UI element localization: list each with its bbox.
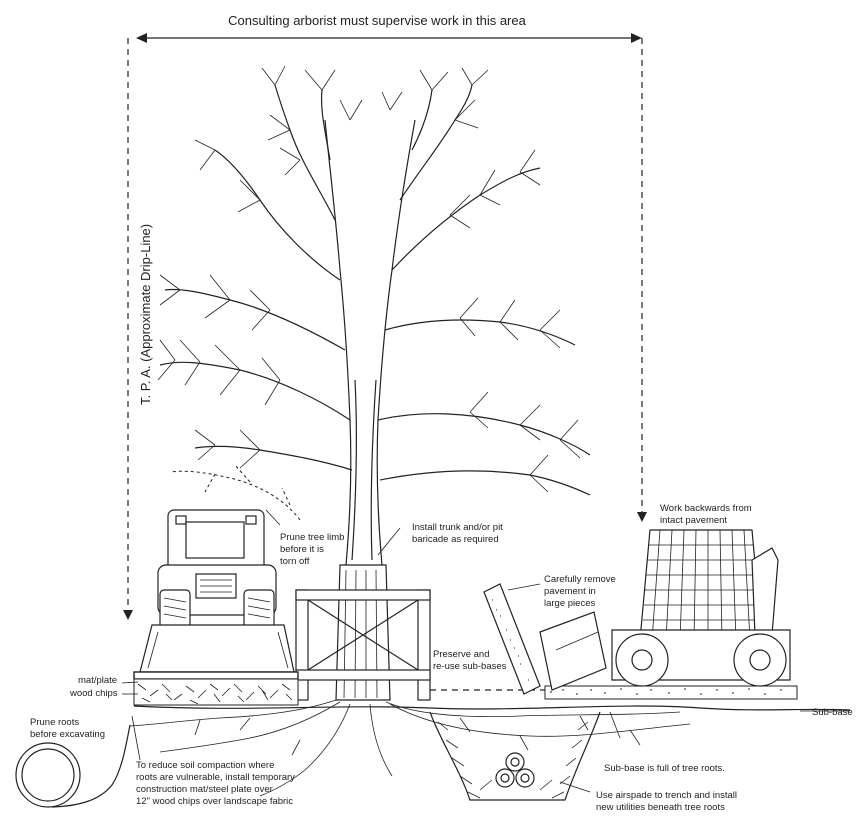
label-carefully-remove: Carefully remove pavement in large piece…: [544, 574, 616, 609]
ground-line: [133, 705, 851, 712]
svg-text:baricade as required: baricade as required: [412, 534, 499, 545]
skid-steer-illustration: [539, 529, 791, 691]
svg-text:before it is: before it is: [280, 544, 324, 555]
svg-text:intact pavement: intact pavement: [660, 515, 727, 526]
label-wood-chips: wood chips: [69, 688, 118, 699]
wood-chips-layer: [133, 678, 299, 706]
svg-text:12" wood chips over landscape: 12" wood chips over landscape fabric: [136, 796, 293, 807]
svg-text:Work backwards from: Work backwards from: [660, 503, 752, 514]
utility-pipes-illustration: [495, 752, 535, 788]
svg-text:torn off: torn off: [280, 556, 310, 567]
excavator-illustration: [139, 509, 295, 673]
root-coil-illustration: [15, 724, 131, 808]
label-install-trunk: Install trunk and/or pit baricade as req…: [412, 522, 503, 545]
label-mat-plate: mat/plate: [78, 675, 117, 686]
svg-text:large pieces: large pieces: [544, 598, 595, 609]
label-sub-base-roots: Sub-base is full of tree roots.: [604, 763, 725, 774]
svg-text:new utilities beneath tree roo: new utilities beneath tree roots: [596, 802, 725, 813]
supervision-zone-arrow: [136, 33, 642, 43]
label-prune-roots: Prune roots before excavating: [30, 717, 105, 740]
label-preserve: Preserve and re-use sub-bases: [433, 649, 507, 672]
supervise-label: Consulting arborist must supervise work …: [228, 13, 526, 28]
pavement-right: [430, 685, 798, 700]
tree-illustration: [157, 65, 591, 566]
svg-text:Prune roots: Prune roots: [30, 717, 79, 728]
svg-text:Use airspade to trench and ins: Use airspade to trench and install: [596, 790, 737, 801]
label-sub-base: Sub-base: [812, 707, 853, 718]
trunk-barricade: [295, 564, 431, 701]
svg-text:Prune tree limb: Prune tree limb: [280, 532, 344, 543]
tree-roots: [129, 699, 691, 797]
tpa-label: T. P. A. (Approximate Drip-Line): [138, 224, 153, 405]
svg-text:Install trunk and/or pit: Install trunk and/or pit: [412, 522, 503, 533]
removed-pavement-slab: [483, 583, 541, 695]
label-work-backwards: Work backwards from intact pavement: [660, 503, 752, 526]
svg-text:Preserve and: Preserve and: [433, 649, 490, 660]
label-airspade: Use airspade to trench and install new u…: [596, 790, 737, 813]
svg-text:roots are vulnerable, install: roots are vulnerable, install temporary: [136, 772, 295, 783]
label-soil-compaction: To reduce soil compaction where roots ar…: [136, 760, 295, 807]
svg-text:re-use sub-bases: re-use sub-bases: [433, 661, 507, 672]
svg-text:To reduce soil compaction wher: To reduce soil compaction where: [136, 760, 274, 771]
utility-trench: [429, 711, 601, 801]
svg-text:pavement in: pavement in: [544, 586, 596, 597]
dripline-right: [637, 38, 647, 522]
mat-plate-layer: [133, 671, 299, 680]
label-prune-limb: Prune tree limb before it is torn off: [280, 532, 344, 567]
svg-text:construction mat/steel plate o: construction mat/steel plate over: [136, 784, 273, 795]
svg-text:before excavating: before excavating: [30, 729, 105, 740]
svg-text:Carefully remove: Carefully remove: [544, 574, 616, 585]
dripline-left: [123, 38, 133, 620]
leader-lines: [121, 509, 621, 793]
